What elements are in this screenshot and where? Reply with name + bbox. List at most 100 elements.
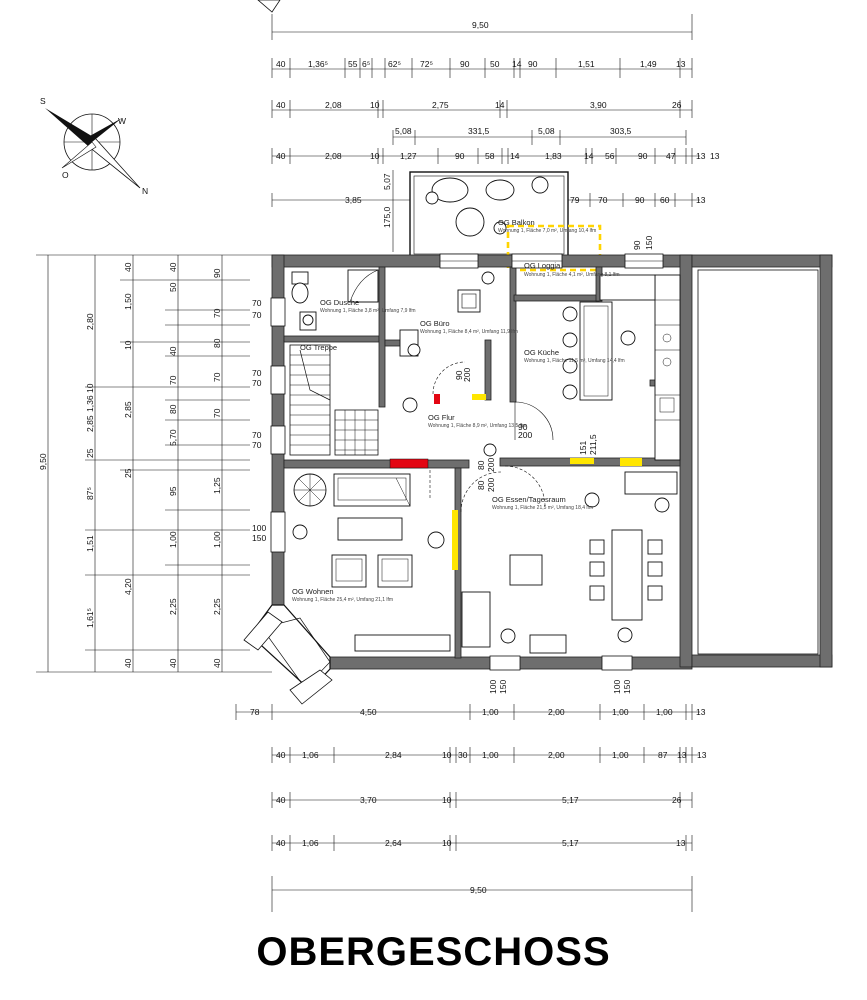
dim-b2-3: 10 [442, 750, 452, 760]
dim-l2-5: 25 [123, 468, 133, 478]
dim-l3-5: 5,70 [168, 429, 178, 446]
dim-t5-7: 13 [696, 195, 706, 205]
dim-t5-5: 90 [635, 195, 645, 205]
dim-t1-7: 50 [490, 59, 500, 69]
dim-b1-6: 13 [696, 707, 706, 717]
room-balkon-meta: Wohnung 1, Fläche 7,0 m², Umfang 10,4 lf… [498, 228, 596, 234]
dim-t4-1: 2,08 [325, 151, 342, 161]
dim-b2-9: 13 [677, 750, 687, 760]
dim-l1-7: 25 [85, 448, 95, 458]
dim-t5-4: 70 [598, 195, 608, 205]
dim-top-total: 9,50 [472, 20, 489, 30]
room-flur-name: OG Flur [428, 413, 455, 422]
dim-t2-5: 3,90 [590, 100, 607, 110]
dim-l4-3: 70 [212, 372, 222, 382]
top-dimensions: 9,50 40 1,36⁵ 55 6⁵ 62⁵ 72⁵ 90 50 14 90 … [271, 14, 720, 252]
room-treppe-name: OG Treppe [300, 343, 337, 352]
dim-t4-4: 90 [455, 151, 465, 161]
dim-t4-0: 40 [276, 151, 286, 161]
room-dusche-meta: Wohnung 1, Fläche 3,8 m², Umfang 7,9 lfm [320, 308, 416, 314]
dim-b2-10: 13 [697, 750, 707, 760]
dim-t1-12: 13 [676, 59, 686, 69]
dim-l3-3: 70 [168, 375, 178, 385]
dim-b4-5: 13 [676, 838, 686, 848]
room-buero-name: OG Büro [420, 319, 450, 328]
room-essen: OG Essen/Tagesraum Wohnung 1, Fläche 21,… [460, 458, 678, 654]
dim-t3-1: 331,5 [468, 126, 490, 136]
door-1: 200 [462, 368, 472, 382]
door-2: 90 [518, 422, 528, 432]
dim-t1-6: 90 [460, 59, 470, 69]
dim-t1-10: 1,51 [578, 59, 595, 69]
door-4: 80 [476, 480, 486, 490]
win-l-5: 70 [252, 440, 262, 450]
dim-b4-4: 5,17 [562, 838, 579, 848]
door-3: 200 [518, 430, 532, 440]
dim-t4-12: 13 [696, 151, 706, 161]
dim-t4-2: 10 [370, 151, 380, 161]
room-kueche-meta: Wohnung 1, Fläche 11,5 m², Umfang 14,4 l… [524, 358, 625, 364]
dim-l3-10: 40 [168, 658, 178, 668]
dim-t4-5: 58 [485, 151, 495, 161]
dim-t1-0: 40 [276, 59, 286, 69]
door-7: 211,5 [588, 434, 598, 455]
dim-b1-5: 1,00 [656, 707, 673, 717]
north-arrow-icon: S N O W [40, 96, 148, 196]
dim-t4-11: 47 [666, 151, 676, 161]
dim-b3-3: 5,17 [562, 795, 579, 805]
win-l-0: 70 [252, 298, 262, 308]
dim-b3-2: 10 [442, 795, 452, 805]
dim-t2-2: 10 [370, 100, 380, 110]
win-b-0: 100 [488, 680, 498, 694]
room-essen-name: OG Essen/Tagesraum [492, 495, 566, 504]
dim-b4-3: 10 [442, 838, 452, 848]
room-balkon-name: OG Balkon [498, 218, 535, 227]
room-kueche: OG Küche Wohnung 1, Fläche 11,5 m², Umfa… [524, 236, 681, 461]
room-essen-meta: Wohnung 1, Fläche 21,5 m², Umfang 18,4 l… [492, 505, 593, 511]
room-loggia-name: OG Loggia [524, 261, 561, 270]
dim-l2-3: 2,85 [123, 401, 133, 418]
dim-l4-7: 2,25 [212, 598, 222, 615]
dim-l3-2: 40 [168, 346, 178, 356]
dim-l4-5: 1,25 [212, 477, 222, 494]
dim-l2-2: 10 [123, 340, 133, 350]
walls [243, 253, 833, 705]
dim-balcony-v1: 175,0 [382, 206, 392, 228]
dim-t4-10: 90 [638, 151, 648, 161]
dim-t2-1: 2,08 [325, 100, 342, 110]
room-wohnen-meta: Wohnung 1, Fläche 25,4 m², Umfang 21,1 l… [292, 597, 393, 603]
win-l-7: 150 [252, 533, 266, 543]
dim-t4-7: 1,83 [545, 151, 562, 161]
dim-l3-0: 40 [168, 262, 178, 272]
dim-t3-2: 5,08 [538, 126, 555, 136]
dim-b2-1: 1,06 [302, 750, 319, 760]
dim-b4-2: 2,64 [385, 838, 402, 848]
dim-b2-2: 2,84 [385, 750, 402, 760]
dim-t1-2: 55 [348, 59, 358, 69]
door-9: 200 [486, 458, 496, 472]
dim-l2-7: 40 [123, 658, 133, 668]
dim-l4-4: 70 [212, 408, 222, 418]
dim-t1-1: 1,36⁵ [308, 59, 328, 69]
dim-t1-8: 14 [512, 59, 522, 69]
dim-t2-4: 14 [495, 100, 505, 110]
win-l-3: 70 [252, 378, 262, 388]
bottom-dimensions: 100 150 100 150 78 4,50 1,00 2,00 1,00 1… [235, 680, 707, 912]
win-l-6: 100 [252, 523, 266, 533]
dim-b4-0: 40 [276, 838, 286, 848]
dim-t5-6: 60 [660, 195, 670, 205]
dim-t3-3: 303,5 [610, 126, 632, 136]
dim-l1-5: 1,36 [85, 395, 95, 412]
dim-t2-3: 2,75 [432, 100, 449, 110]
dim-l4-6: 1,00 [212, 531, 222, 548]
dim-l2-0: 40 [123, 262, 133, 272]
room-wohnen: OG Wohnen Wohnung 1, Fläche 25,4 m², Umf… [292, 470, 451, 652]
dim-t2-0: 40 [276, 100, 286, 110]
dim-t4-6: 14 [510, 151, 520, 161]
door-6: 151 [578, 441, 588, 455]
dim-b3-0: 40 [276, 795, 286, 805]
compass-w: W [118, 116, 126, 126]
win-b-2: 100 [612, 680, 622, 694]
room-treppe: OG Treppe [289, 343, 379, 456]
dim-l4-0: 90 [212, 268, 222, 278]
